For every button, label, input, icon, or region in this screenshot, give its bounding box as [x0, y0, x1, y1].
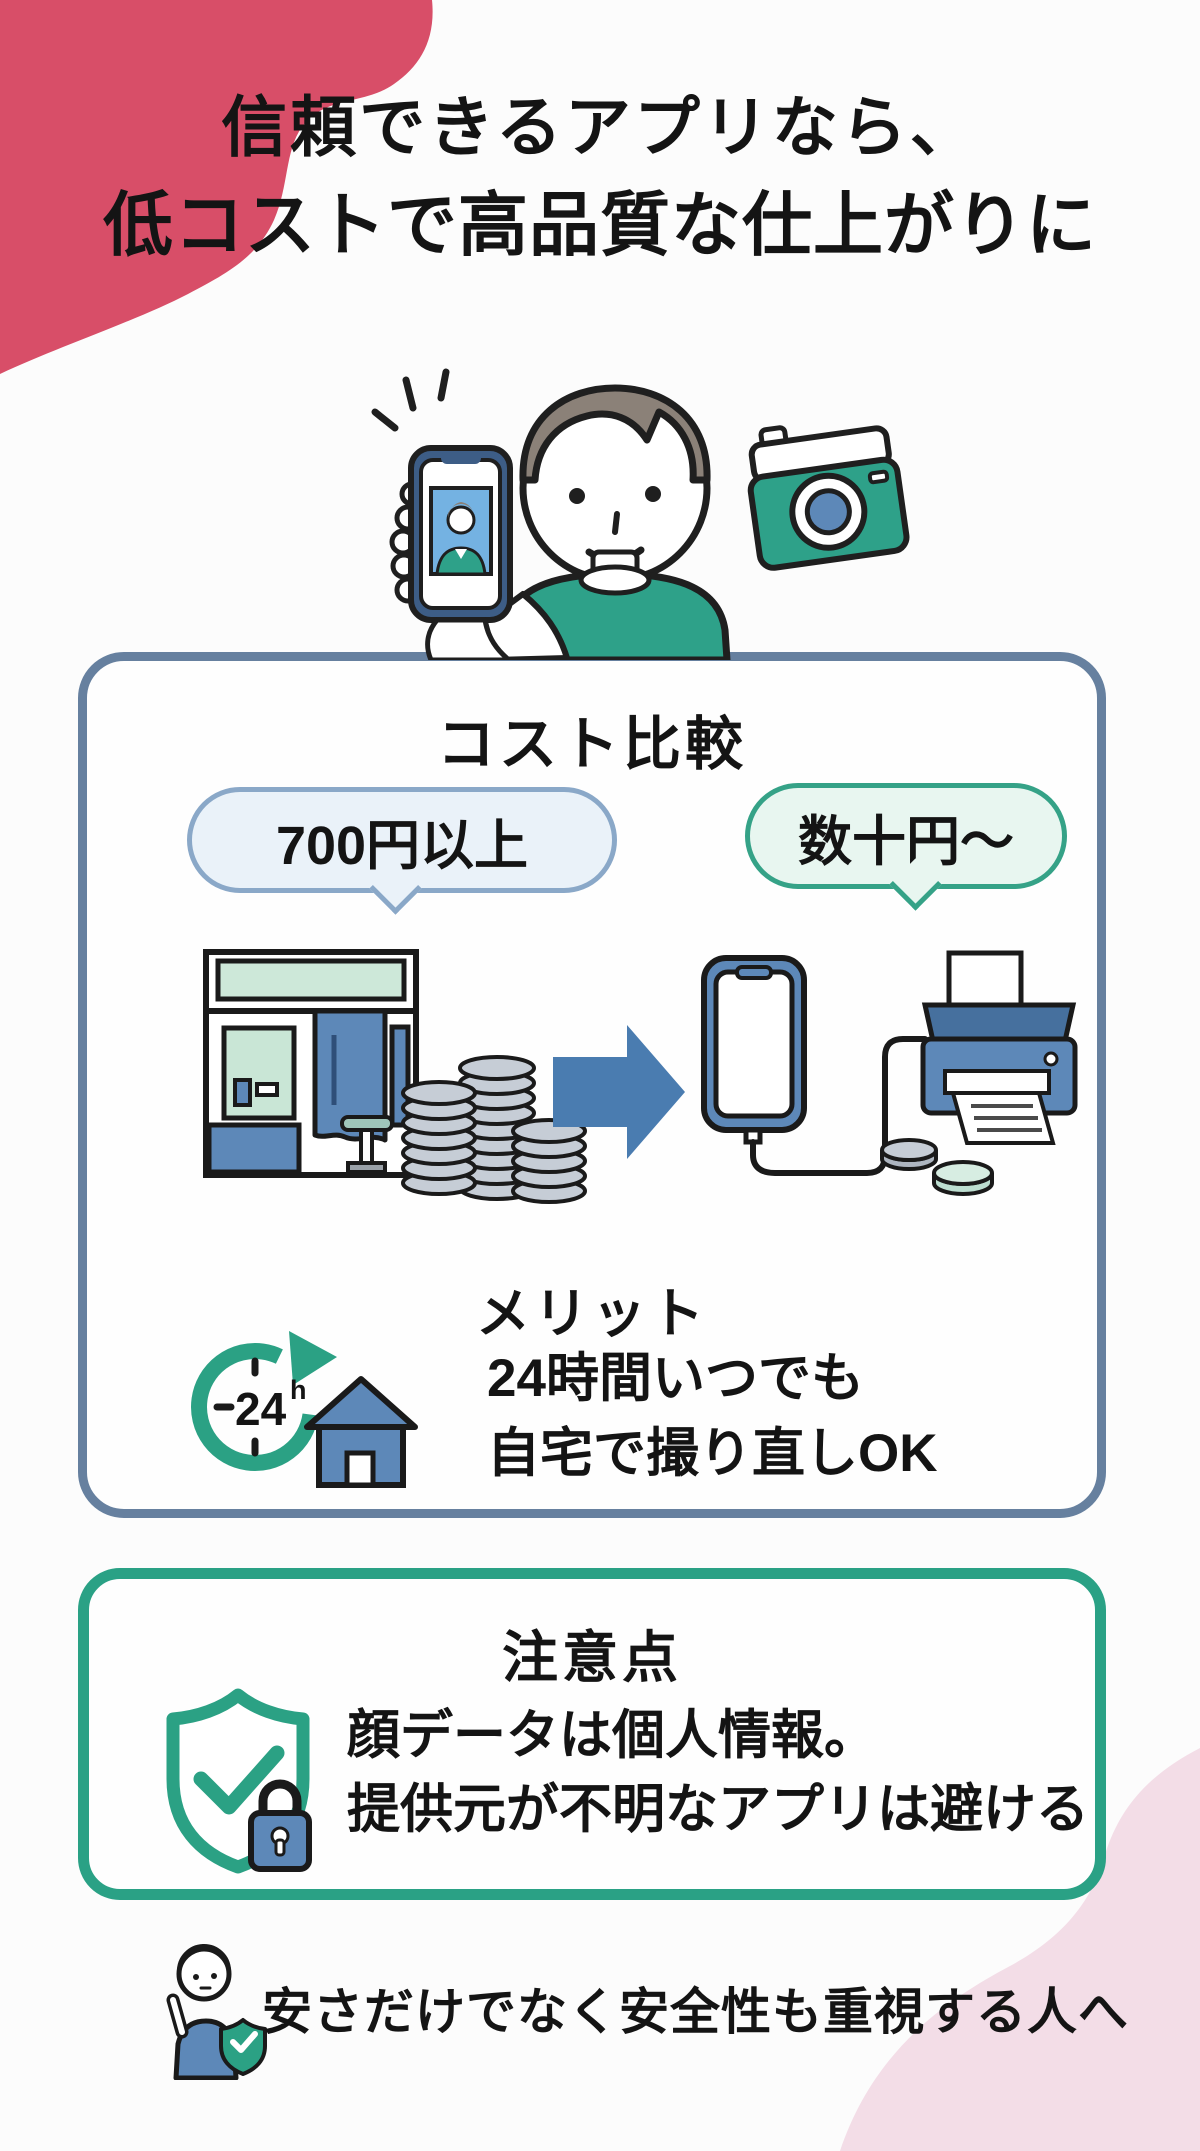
shield-check-badge-icon	[219, 2018, 267, 2076]
page-title-line2: 低コストで高品質な仕上がりに	[103, 186, 1097, 264]
cost-comparison-illustration	[203, 949, 1078, 1204]
app-price-label: 数十円〜	[798, 811, 1014, 872]
printer-icon	[920, 950, 1078, 1145]
caution-heading: 注意点	[502, 1626, 682, 1689]
arrow-right-icon	[553, 1025, 685, 1159]
pink-blob-decoration	[840, 1748, 1200, 2151]
booth-price-bubble: 700円以上	[187, 787, 617, 915]
caution-text: 顔データは個人情報。 提供元が不明なアプリは避ける	[347, 1699, 1089, 1847]
crimson-blob-decoration	[0, 0, 433, 374]
coin-stack-icon	[401, 1055, 587, 1204]
arrow-head	[289, 1331, 337, 1385]
cost-card-heading: コスト比較	[436, 712, 747, 777]
booth-price-label: 700円以上	[275, 815, 529, 876]
person-pointing-icon	[166, 1944, 267, 2080]
merit-text: 24時間いつでも 自宅で撮り直しOK	[487, 1341, 938, 1492]
clock-24-label: 24	[235, 1383, 287, 1435]
merit-line2: 自宅で撮り直しOK	[487, 1424, 938, 1484]
footer-note: 安さだけでなく安全性も重視する人へ	[262, 1984, 1129, 2040]
camera-icon	[747, 425, 910, 571]
clock-h-label: h	[290, 1375, 307, 1405]
person-illustration	[371, 368, 910, 660]
merit-heading: メリット	[476, 1284, 708, 1344]
padlock-icon	[248, 1779, 312, 1872]
photo-booth-icon	[203, 949, 419, 1178]
smartphone-icon	[701, 955, 928, 1176]
caution-card: 注意点 顔データは個人情報。 提供元が不明なアプリは避ける	[78, 1568, 1106, 1900]
cost-comparison-card: コスト比較 700円以上 数十円〜	[78, 652, 1106, 1518]
shield-check-icon	[166, 1688, 312, 1874]
app-price-bubble: 数十円〜	[745, 783, 1067, 911]
clock-24h-icon: 24 h	[191, 1331, 418, 1488]
sparkle-lines-icon	[371, 368, 450, 432]
caution-line2: 提供元が不明なアプリは避ける	[347, 1780, 1089, 1840]
smartphone-id-photo-icon	[389, 445, 513, 660]
page-title-line1: 信頼できるアプリなら、	[221, 90, 979, 164]
house-icon	[304, 1376, 418, 1488]
page-title: 信頼できるアプリなら、 低コストで高品質な仕上がりに	[0, 94, 1200, 260]
caution-line1: 顔データは個人情報。	[347, 1706, 877, 1765]
merit-line1: 24時間いつでも	[487, 1349, 864, 1408]
hair	[519, 384, 711, 484]
coin-icon	[880, 1138, 994, 1196]
